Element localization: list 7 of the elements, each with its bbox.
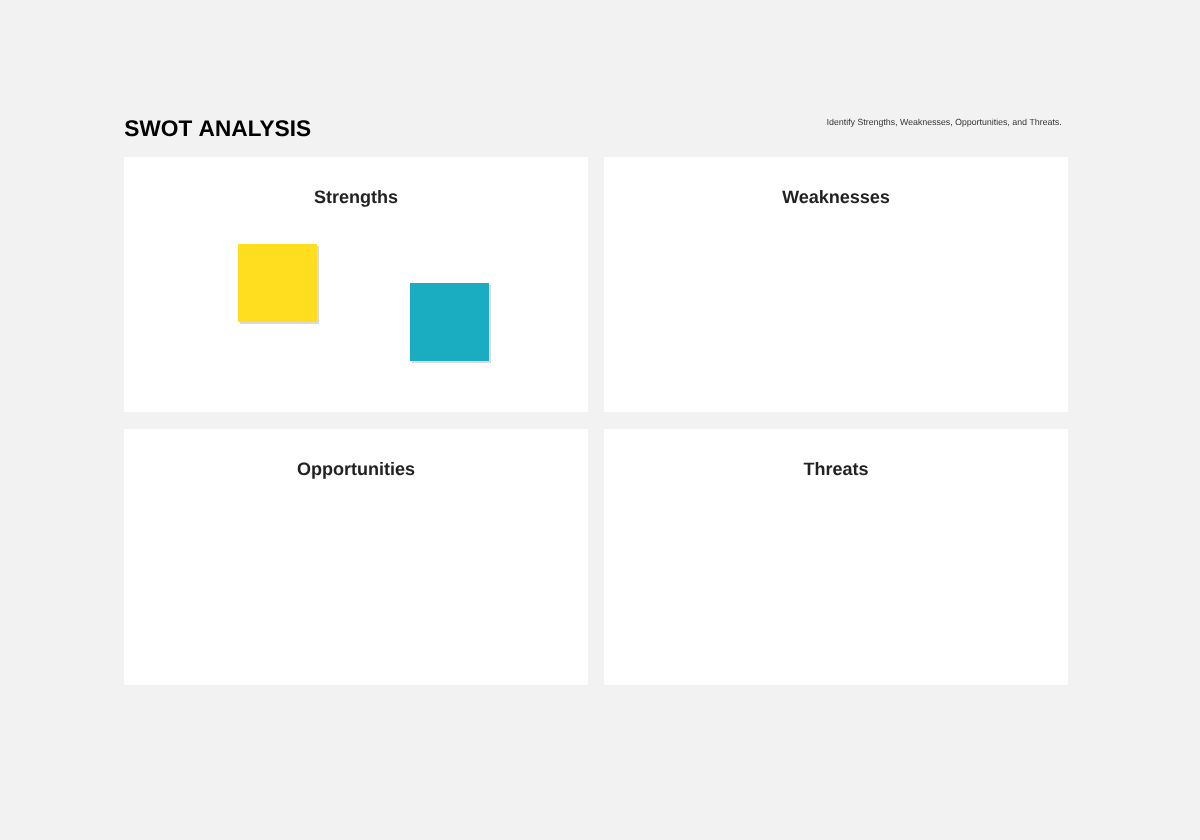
quadrant-box: Opportunities xyxy=(124,429,588,685)
quadrant-box: Weaknesses xyxy=(604,157,1068,412)
quadrant-box: Threats xyxy=(604,429,1068,685)
sticky-note xyxy=(238,244,319,324)
instruction-text: Identify Strengths, Weaknesses, Opportunities, and Threats. xyxy=(827,118,1061,127)
sticky-note xyxy=(410,283,491,363)
title: SWOT ANALYSIS xyxy=(124,120,311,137)
